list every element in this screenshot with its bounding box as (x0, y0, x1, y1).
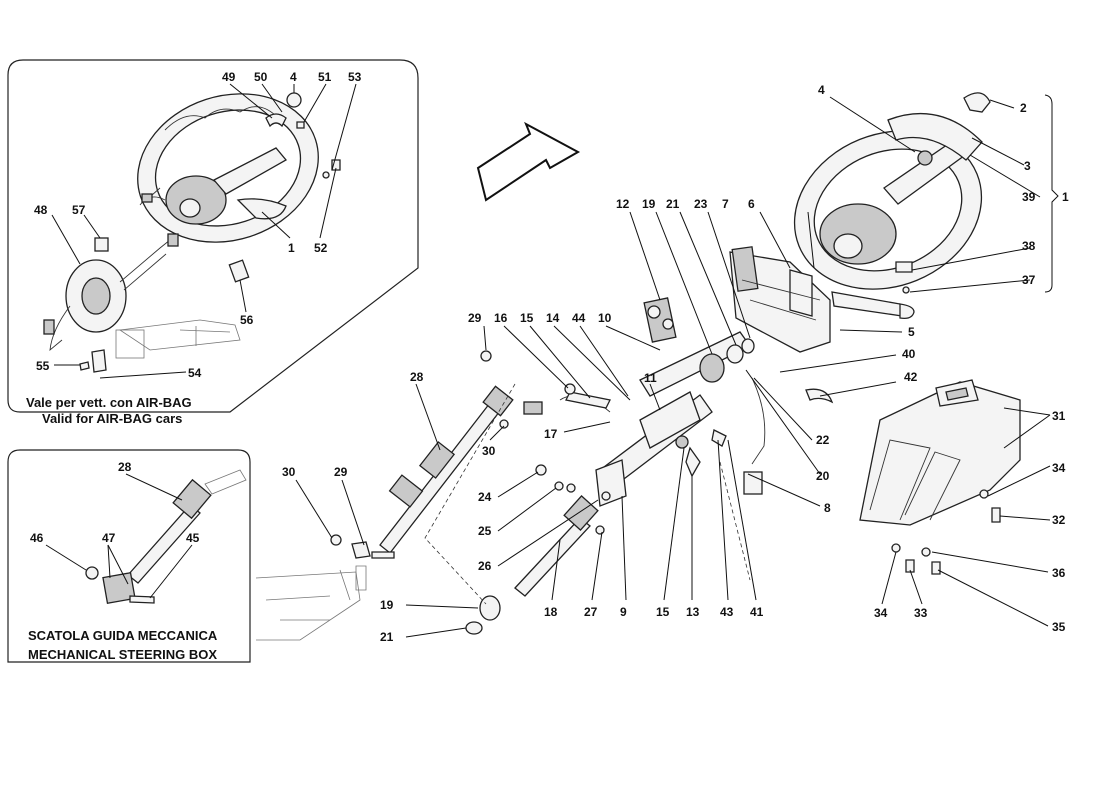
callout-label: 9 (620, 605, 627, 619)
airbag-steering-wheel-drawing (137, 92, 341, 243)
callout-label: 42 (904, 370, 918, 384)
callout-label: 46 (30, 531, 44, 545)
callout-label: 19 (642, 197, 656, 211)
intermediate-shaft-drawing (330, 350, 514, 635)
callout-label: 6 (748, 197, 755, 211)
steering-column-drawing (523, 297, 834, 507)
callout-label: 4 (290, 70, 297, 84)
callout-label: 36 (1052, 566, 1066, 580)
column-support-bracket-drawing (859, 379, 1021, 575)
callout-label: 23 (694, 197, 708, 211)
callout-label: 32 (1052, 513, 1066, 527)
callout-label: 33 (914, 606, 928, 620)
callout-label: 37 (1022, 273, 1036, 287)
steering-box-shaft-drawing (85, 469, 247, 604)
callout-label: 18 (544, 605, 558, 619)
callout-label: 21 (380, 630, 394, 644)
steering-rack-background-sketch (255, 565, 367, 641)
callout-label: 40 (902, 347, 916, 361)
callout-label: 22 (816, 433, 830, 447)
callout-label: 1 (288, 241, 295, 255)
steering-box-callout-numbers: 28 46 47 45 (30, 460, 200, 545)
callout-label: 31 (1052, 409, 1066, 423)
main-steering-wheel-drawing (793, 92, 991, 294)
callout-label: 15 (520, 311, 534, 325)
callout-label: 3 (1024, 159, 1031, 173)
callout-label: 52 (314, 241, 328, 255)
assembly-guide-lines (424, 383, 751, 605)
top-right-callout-numbers: 4 2 3 39 38 37 5 7 6 (722, 83, 1036, 339)
callout-label: 30 (482, 444, 496, 458)
callout-label: 25 (478, 524, 492, 538)
callout-label: 57 (72, 203, 86, 217)
column-callout-numbers: 12 19 21 23 29 16 15 14 44 10 11 17 40 4… (282, 197, 918, 644)
callout-label: 13 (686, 605, 700, 619)
callout-label: 34 (1052, 461, 1066, 475)
callout-label: 29 (334, 465, 348, 479)
airbag-background-column-sketch (79, 319, 241, 373)
airbag-caption-english: Valid for AIR-BAG cars (42, 411, 182, 426)
callout-label: 2 (1020, 101, 1027, 115)
callout-label: 43 (720, 605, 734, 619)
callout-label: 7 (722, 197, 729, 211)
callout-label: 20 (816, 469, 830, 483)
callout-label: 34 (874, 606, 888, 620)
front-direction-arrow-icon (476, 121, 581, 202)
callout-label: 28 (410, 370, 424, 384)
callout-label: 29 (468, 311, 482, 325)
callout-label: 41 (750, 605, 764, 619)
callout-label: 47 (102, 531, 116, 545)
callout-label: 55 (36, 359, 50, 373)
main-leader-lines (295, 96, 1051, 638)
group-bracket (1044, 94, 1059, 293)
lower-shaft-drawing (514, 464, 611, 597)
airbag-clock-spring-drawing (43, 233, 250, 352)
callout-label: 19 (380, 598, 394, 612)
airbag-callout-numbers: 49 50 4 51 53 48 57 1 52 56 55 54 (34, 70, 362, 380)
callout-label: 17 (544, 427, 558, 441)
callout-label: 39 (1022, 190, 1036, 204)
steering-box-caption-english: MECHANICAL STEERING BOX (28, 647, 217, 662)
airbag-caption-italian: Vale per vett. con AIR-BAG (26, 395, 192, 410)
callout-label: 30 (282, 465, 296, 479)
steering-box-leader-lines (45, 473, 193, 599)
callout-label: 14 (546, 311, 560, 325)
callout-label: 24 (478, 490, 492, 504)
callout-label: 26 (478, 559, 492, 573)
callout-label: 50 (254, 70, 268, 84)
callout-label: 56 (240, 313, 254, 327)
callout-label: 8 (824, 501, 831, 515)
callout-label: 35 (1052, 620, 1066, 634)
callout-label: 27 (584, 605, 598, 619)
callout-label: 12 (616, 197, 630, 211)
callout-label: 28 (118, 460, 132, 474)
callout-label: 38 (1022, 239, 1036, 253)
steering-box-caption-italian: SCATOLA GUIDA MECCANICA (28, 628, 218, 643)
callout-label: 54 (188, 366, 202, 380)
group-bracket-label: 1 (1062, 190, 1069, 204)
callout-label: 44 (572, 311, 586, 325)
callout-label: 45 (186, 531, 200, 545)
callout-label: 16 (494, 311, 508, 325)
callout-label: 5 (908, 325, 915, 339)
callout-label: 15 (656, 605, 670, 619)
callout-label: 11 (644, 371, 657, 385)
callout-label: 48 (34, 203, 48, 217)
support-callout-numbers: 31 34 32 36 35 34 33 (874, 409, 1066, 634)
airbag-leader-lines (51, 83, 357, 379)
callout-label: 49 (222, 70, 236, 84)
callout-label: 10 (598, 311, 612, 325)
callout-label: 51 (318, 70, 332, 84)
callout-label: 21 (666, 197, 680, 211)
callout-label: 4 (818, 83, 825, 97)
callout-label: 53 (348, 70, 362, 84)
column-switch-assembly-drawing (729, 246, 915, 353)
